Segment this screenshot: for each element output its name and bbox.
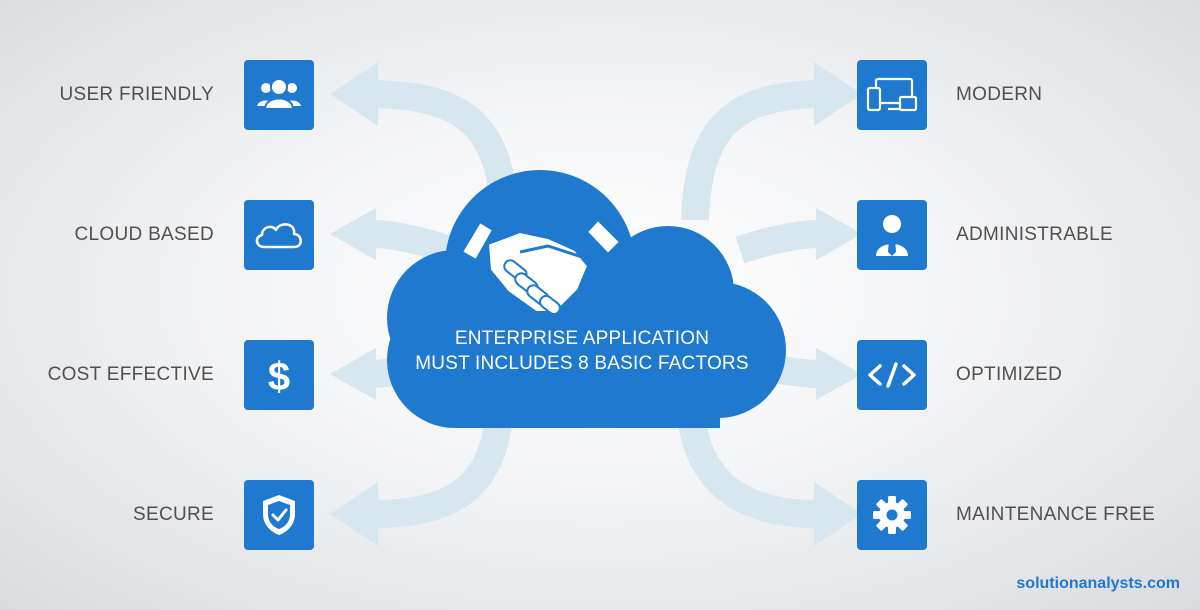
factor-tile-cloud-based: [244, 200, 314, 270]
code-icon: [868, 362, 916, 388]
central-title: ENTERPRISE APPLICATION MUST INCLUDES 8 B…: [392, 326, 772, 376]
factor-tile-modern: [857, 60, 927, 130]
arrowhead-secure: [330, 482, 378, 546]
arrowhead-user-friendly: [330, 62, 378, 126]
central-cloud: [387, 170, 786, 428]
factor-tile-maintenance-free: [857, 480, 927, 550]
cloud-icon: [255, 223, 302, 249]
arrowhead-cloud-based: [330, 208, 376, 260]
factor-label-cloud-based: CLOUD BASED: [74, 224, 214, 245]
handshake-icon: [461, 219, 621, 316]
factor-label-administrable: ADMINISTRABLE: [956, 224, 1113, 245]
factor-tile-secure: [244, 480, 314, 550]
factor-label-secure: SECURE: [133, 504, 214, 525]
arrowhead-optimized: [816, 348, 862, 400]
users-icon: [255, 78, 303, 110]
arrow-administrable: [735, 220, 821, 264]
arrowhead-cost-effective: [330, 348, 376, 400]
factor-label-modern: MODERN: [956, 84, 1043, 105]
arrowhead-modern: [814, 62, 862, 126]
arrow-cloud-based: [371, 220, 455, 264]
factor-label-cost-effective: COST EFFECTIVE: [47, 364, 214, 385]
watermark-text: solutionanalysts.com: [1016, 575, 1180, 592]
svg-text:$: $: [268, 355, 290, 398]
factor-tile-user-friendly: [244, 60, 314, 130]
central-title-line1: ENTERPRISE APPLICATION: [454, 328, 710, 349]
factor-label-maintenance-free: MAINTENANCE FREE: [956, 504, 1156, 525]
arrow-modern: [681, 80, 821, 221]
factor-tile-administrable: [857, 200, 927, 270]
shield-check-icon: [263, 495, 295, 535]
administrator-icon: [876, 215, 908, 256]
factor-label-user-friendly: USER FRIENDLY: [59, 84, 214, 105]
factor-tile-optimized: [857, 340, 927, 410]
gear-icon: [873, 496, 911, 534]
arrowhead-administrable: [816, 208, 862, 260]
central-title-line2: MUST INCLUDES 8 BASIC FACTORS: [415, 353, 749, 374]
dollar-icon: $: [268, 355, 290, 398]
arrow-optimized: [778, 356, 821, 388]
devices-icon: [866, 77, 918, 112]
factor-label-optimized: OPTIMIZED: [956, 364, 1063, 385]
arrowhead-maintenance-free: [814, 482, 862, 546]
factor-tile-cost-effective: $: [244, 340, 314, 410]
